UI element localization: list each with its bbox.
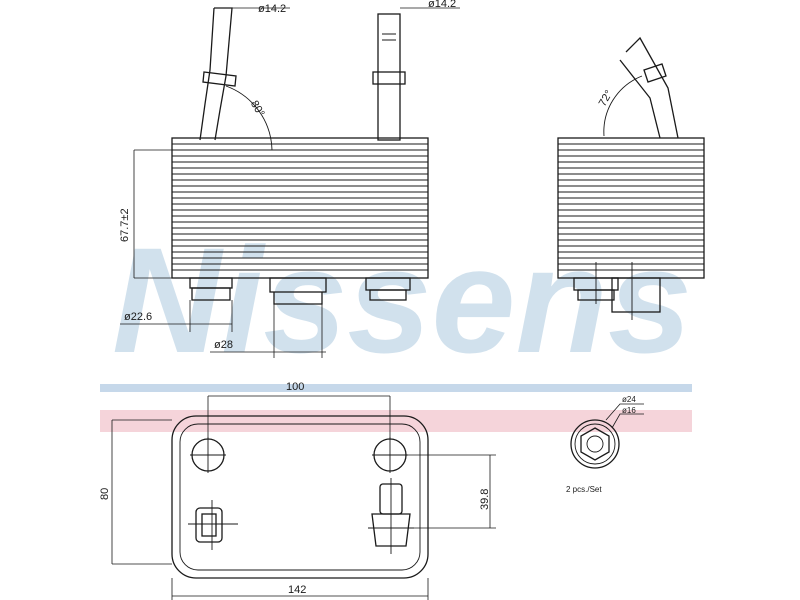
fitting-right (368, 478, 414, 554)
dim-height (133, 149, 190, 279)
pipe-left-dia-label: ø14.2 (258, 3, 286, 15)
detail-inner-ring (586, 435, 604, 453)
detail-hex (580, 427, 610, 461)
body-height-label: 80 (99, 488, 111, 500)
angle-arc-left (225, 85, 273, 151)
plate-outer (171, 415, 429, 579)
dim-body-height (111, 419, 172, 565)
detail-outer-ring (570, 419, 620, 469)
port-right (365, 277, 411, 301)
fin-stack-front (172, 143, 428, 271)
hole-centerlines (190, 437, 408, 473)
left-pipe (199, 7, 233, 141)
side-view: 72° (557, 36, 705, 320)
plate-inner (179, 423, 421, 571)
right-pipe-collar (372, 71, 406, 85)
hole-spacing-label: 100 (286, 381, 304, 393)
body-length-label: 142 (288, 584, 306, 596)
dim-port-offset (406, 454, 496, 529)
front-view: 80° ø14.2 ø14.2 67.7±2 ø22.6 ø28 (119, 0, 460, 358)
angle-side-label: 72° (597, 88, 616, 108)
detail-ring-2 (574, 423, 616, 465)
port-left (189, 277, 233, 301)
side-pipe-collar (643, 63, 667, 83)
height-label: 67.7±2 (119, 208, 131, 242)
detail-view: ø24 ø16 2 pcs./Set (566, 395, 644, 494)
dim-port-small (120, 300, 233, 332)
angle-arc-side (603, 75, 643, 137)
port-small-dia-label: ø22.6 (124, 311, 152, 323)
side-pipe (619, 36, 679, 139)
detail-outer-dia-label: ø24 (622, 395, 636, 404)
left-pipe-collar (202, 71, 237, 87)
pipe-right-dia-label: ø14.2 (428, 0, 456, 10)
fitting-left (188, 500, 238, 550)
dim-hole-spacing (207, 395, 391, 440)
port-middle (269, 277, 327, 305)
detail-inner-dia-label: ø16 (622, 406, 636, 415)
detail-leaders (605, 403, 644, 429)
plan-view: 100 80 39.8 142 (99, 381, 496, 600)
side-ports (573, 262, 661, 320)
right-pipe (377, 13, 401, 141)
right-pipe-marks (382, 33, 396, 41)
port-large-dia-label: ø28 (214, 339, 233, 351)
dim-body-length (171, 578, 429, 600)
fin-stack-side (558, 143, 704, 271)
port-offset-label: 39.8 (479, 489, 491, 510)
detail-note-label: 2 pcs./Set (566, 485, 602, 494)
dim-port-large (210, 304, 326, 358)
watermark-band-blue (100, 384, 692, 392)
